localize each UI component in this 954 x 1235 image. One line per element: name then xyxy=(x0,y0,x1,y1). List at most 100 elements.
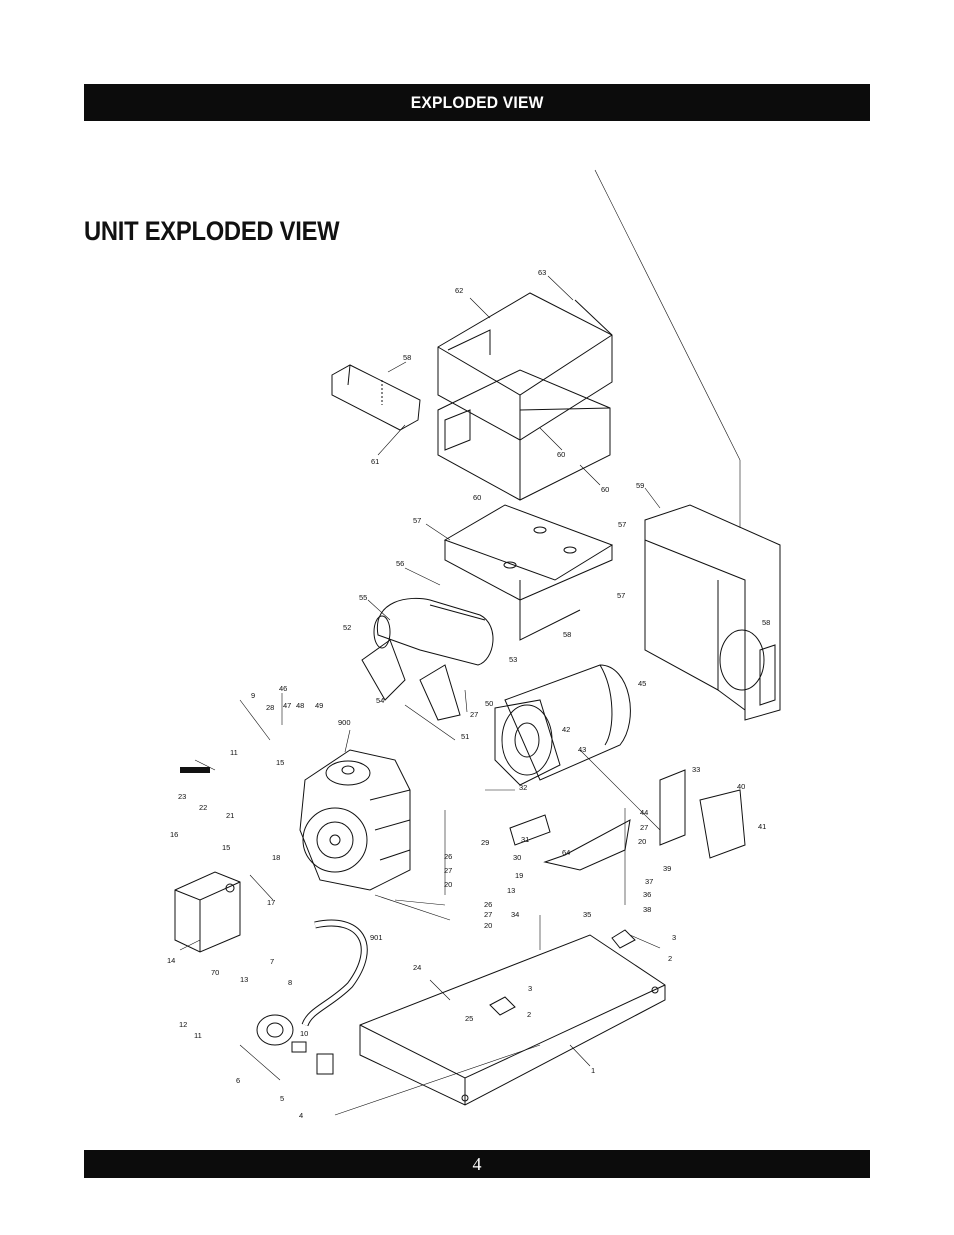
callout: 16 xyxy=(170,830,178,839)
top-panel xyxy=(437,292,613,441)
callout: 2 xyxy=(527,1010,531,1019)
callout: 60 xyxy=(601,485,609,494)
callout: 32 xyxy=(519,783,527,792)
footer-bar: 4 xyxy=(84,1150,870,1178)
callout: 5 xyxy=(280,1094,284,1103)
callout: 4 xyxy=(299,1111,303,1120)
callout: 20 xyxy=(484,921,492,930)
callout: 12 xyxy=(179,1020,187,1029)
callout: 46 xyxy=(279,684,287,693)
callout: 3 xyxy=(672,933,676,942)
callout: 39 xyxy=(663,864,671,873)
callout: 26 xyxy=(484,900,492,909)
callout: 9 xyxy=(251,691,255,700)
callout: 60 xyxy=(557,450,565,459)
callout: 54 xyxy=(376,696,384,705)
page-number: 4 xyxy=(472,1153,482,1174)
callout: 64 xyxy=(562,848,570,857)
callout: 57 xyxy=(617,591,625,600)
callout: 13 xyxy=(507,886,515,895)
callout: 31 xyxy=(521,835,529,844)
callout: 27 xyxy=(484,910,492,919)
callout: 23 xyxy=(178,792,186,801)
callout: 44 xyxy=(640,808,648,817)
callout: 20 xyxy=(444,880,452,889)
callout: 58 xyxy=(563,630,571,639)
mount-brackets xyxy=(489,814,636,1016)
leader-lines xyxy=(179,169,741,1116)
callout: 11 xyxy=(194,1031,202,1040)
callout: 48 xyxy=(296,701,304,710)
callout: 17 xyxy=(267,898,275,907)
callout: 30 xyxy=(513,853,521,862)
callout: 18 xyxy=(272,853,280,862)
callout: 24 xyxy=(413,963,421,972)
callout: 27 xyxy=(470,710,478,719)
callout: 3 xyxy=(528,984,532,993)
callout: 901 xyxy=(370,933,383,942)
callout: 58 xyxy=(403,353,411,362)
callout: 42 xyxy=(562,725,570,734)
callout: 53 xyxy=(509,655,517,664)
base-frame xyxy=(359,934,666,1106)
callout: 47 xyxy=(283,701,291,710)
callout: 34 xyxy=(511,910,519,919)
callout: 52 xyxy=(343,623,351,632)
callout: 36 xyxy=(643,890,651,899)
callout: 8 xyxy=(288,978,292,987)
fan-guard xyxy=(659,769,746,859)
engine xyxy=(299,749,411,891)
generator-body xyxy=(494,664,631,786)
end-housing xyxy=(644,504,781,721)
roof-panel xyxy=(443,504,614,641)
callout: 56 xyxy=(396,559,404,568)
callout: 2 xyxy=(668,954,672,963)
fuel-hose xyxy=(301,919,368,1027)
page-title: UNIT EXPLODED VIEW xyxy=(84,216,340,246)
callout: 13 xyxy=(240,975,248,984)
callout: 900 xyxy=(338,718,351,727)
muffler xyxy=(361,597,494,721)
callout: 10 xyxy=(300,1029,308,1038)
callout: 21 xyxy=(226,811,234,820)
callout: 49 xyxy=(315,701,323,710)
callout: 40 xyxy=(737,782,745,791)
callout: 60 xyxy=(473,493,481,502)
callout: 15 xyxy=(276,758,284,767)
callout: 70 xyxy=(211,968,219,977)
callout: 57 xyxy=(618,520,626,529)
callout: 6 xyxy=(236,1076,240,1085)
callout: 14 xyxy=(167,956,175,965)
callout: 19 xyxy=(515,871,523,880)
fuel-regulator xyxy=(256,1014,334,1075)
callout: 7 xyxy=(270,957,274,966)
side-panels xyxy=(437,369,611,501)
callout: 33 xyxy=(692,765,700,774)
callout: 51 xyxy=(461,732,469,741)
callout: 62 xyxy=(455,286,463,295)
callout: 59 xyxy=(636,481,644,490)
callout: 1 xyxy=(591,1066,595,1075)
callout: 35 xyxy=(583,910,591,919)
callout: 61 xyxy=(371,457,379,466)
callout: 58 xyxy=(762,618,770,627)
callout: 37 xyxy=(645,877,653,886)
callout: 15 xyxy=(222,843,230,852)
callout: 41 xyxy=(758,822,766,831)
callout-labels: 63 62 58 61 60 60 60 59 57 57 56 57 58 5… xyxy=(167,268,770,1120)
callout: 38 xyxy=(643,905,651,914)
callout: 27 xyxy=(444,866,452,875)
section-header-bar: EXPLODED VIEW xyxy=(84,84,870,121)
callout: 29 xyxy=(481,838,489,847)
callout: 57 xyxy=(413,516,421,525)
callout: 11 xyxy=(230,748,238,757)
callout: 43 xyxy=(578,745,586,754)
callout: 63 xyxy=(538,268,546,277)
callout: 27 xyxy=(640,823,648,832)
callout: 50 xyxy=(485,699,493,708)
callout: 55 xyxy=(359,593,367,602)
callout: 22 xyxy=(199,803,207,812)
callout: 20 xyxy=(638,837,646,846)
callout: 45 xyxy=(638,679,646,688)
